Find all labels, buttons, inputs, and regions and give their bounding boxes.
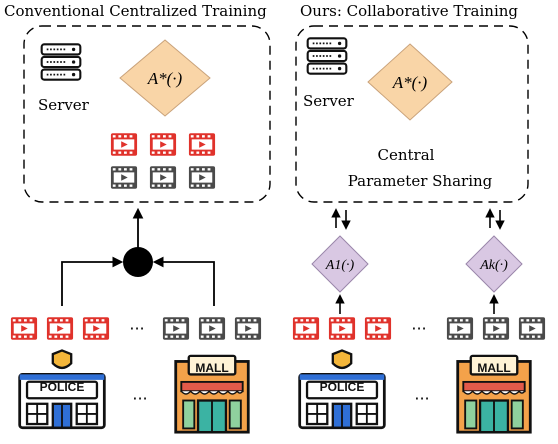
film-gray-icon: [188, 166, 216, 189]
film-gray-icon: [234, 317, 262, 340]
right-server-icon: [306, 37, 348, 75]
mall-sign: MALL: [477, 361, 510, 375]
police-sign: POLICE: [320, 380, 365, 394]
film-gray-icon: [162, 317, 190, 340]
film-red-icon: [292, 317, 320, 340]
ellipsis: ···: [411, 319, 426, 338]
left-server-box: [23, 25, 271, 203]
mall-building-icon: MALL: [456, 354, 532, 434]
right-global-model-label: A*(·): [392, 73, 428, 92]
film-red-icon: [110, 133, 138, 156]
left-server-label: Server: [38, 96, 90, 114]
sharing-label-line1: Central: [378, 146, 435, 164]
ellipsis: ···: [414, 389, 429, 408]
film-gray-icon: [482, 317, 510, 340]
right-panel-title: Ours: Collaborative Training: [300, 2, 518, 20]
film-gray-icon: [518, 317, 546, 340]
left-server-icon: [40, 43, 82, 81]
left-panel-title: Conventional Centralized Training: [4, 2, 267, 20]
film-red-icon: [328, 317, 356, 340]
aggregation-node: [123, 247, 153, 277]
film-gray-icon: [149, 166, 177, 189]
local-model-1-label: A1(·): [325, 258, 355, 273]
local-model-k-node: Ak(·): [465, 235, 523, 293]
film-gray-icon: [446, 317, 474, 340]
left-client-arrow: [61, 256, 124, 306]
ellipsis: ···: [132, 389, 147, 408]
right-server-label: Server: [303, 92, 355, 110]
film-red-icon: [149, 133, 177, 156]
right-global-model-node: A*(·): [367, 43, 453, 121]
film-red-icon: [82, 317, 110, 340]
police-sign: POLICE: [40, 380, 85, 394]
film-red-icon: [188, 133, 216, 156]
film-red-icon: [46, 317, 74, 340]
police-building-icon: POLICE: [18, 348, 106, 430]
left-global-model-label: A*(·): [147, 69, 183, 88]
film-red-icon: [10, 317, 38, 340]
mall-building-icon: MALL: [174, 354, 250, 434]
left-global-model-node: A*(·): [119, 39, 211, 117]
film-gray-icon: [110, 166, 138, 189]
film-gray-icon: [198, 317, 226, 340]
mall-sign: MALL: [195, 361, 228, 375]
police-building-icon: POLICE: [298, 348, 386, 430]
right-client-arrow: [152, 256, 215, 306]
local-model-k-label: Ak(·): [479, 258, 508, 273]
film-red-icon: [364, 317, 392, 340]
right-server-box: [295, 25, 529, 203]
local-model-1-node: A1(·): [311, 235, 369, 293]
sharing-label-line2: Parameter Sharing: [348, 172, 493, 190]
ellipsis: ···: [129, 319, 144, 338]
